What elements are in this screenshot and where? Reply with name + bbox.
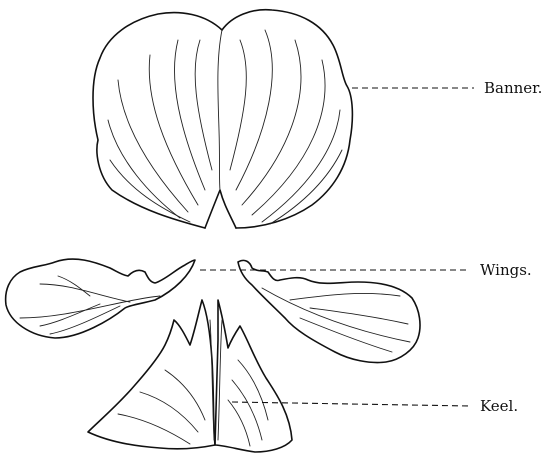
keel-left-half — [88, 300, 215, 449]
keel-label: Keel. — [480, 397, 518, 415]
banner-vein — [108, 120, 180, 218]
wings-label: Wings. — [480, 261, 532, 279]
banner-midrib — [218, 30, 222, 190]
banner-vein — [174, 40, 205, 190]
banner-vein — [149, 55, 198, 205]
keel-leader-line — [232, 402, 470, 406]
wing-vein — [40, 304, 100, 326]
banner-vein — [118, 80, 188, 212]
keel-right-half — [215, 300, 292, 452]
wing-vein — [290, 293, 400, 300]
banner-notch — [205, 190, 236, 228]
wing-vein — [20, 296, 160, 318]
wing-vein — [310, 308, 408, 324]
banner-vein — [252, 60, 325, 215]
banner-vein — [230, 40, 246, 170]
banner-vein — [195, 40, 212, 170]
wing-vein — [40, 284, 130, 302]
left-wing-petal — [6, 259, 195, 338]
keel-vein — [118, 414, 190, 444]
right-wing-petal — [238, 260, 420, 362]
banner-label: Banner. — [484, 79, 542, 97]
keel-vein — [238, 360, 268, 420]
keel-vein — [228, 400, 250, 446]
banner-petal — [93, 10, 352, 228]
keel-vein — [140, 392, 198, 432]
keel-vein — [165, 370, 205, 420]
wing-vein — [262, 288, 410, 342]
banner-vein — [236, 30, 272, 190]
right-wing-outline — [238, 260, 420, 362]
keel-petals — [88, 300, 292, 452]
banner-vein — [262, 110, 340, 222]
banner-vein — [242, 40, 301, 205]
left-wing-outline — [6, 259, 195, 338]
